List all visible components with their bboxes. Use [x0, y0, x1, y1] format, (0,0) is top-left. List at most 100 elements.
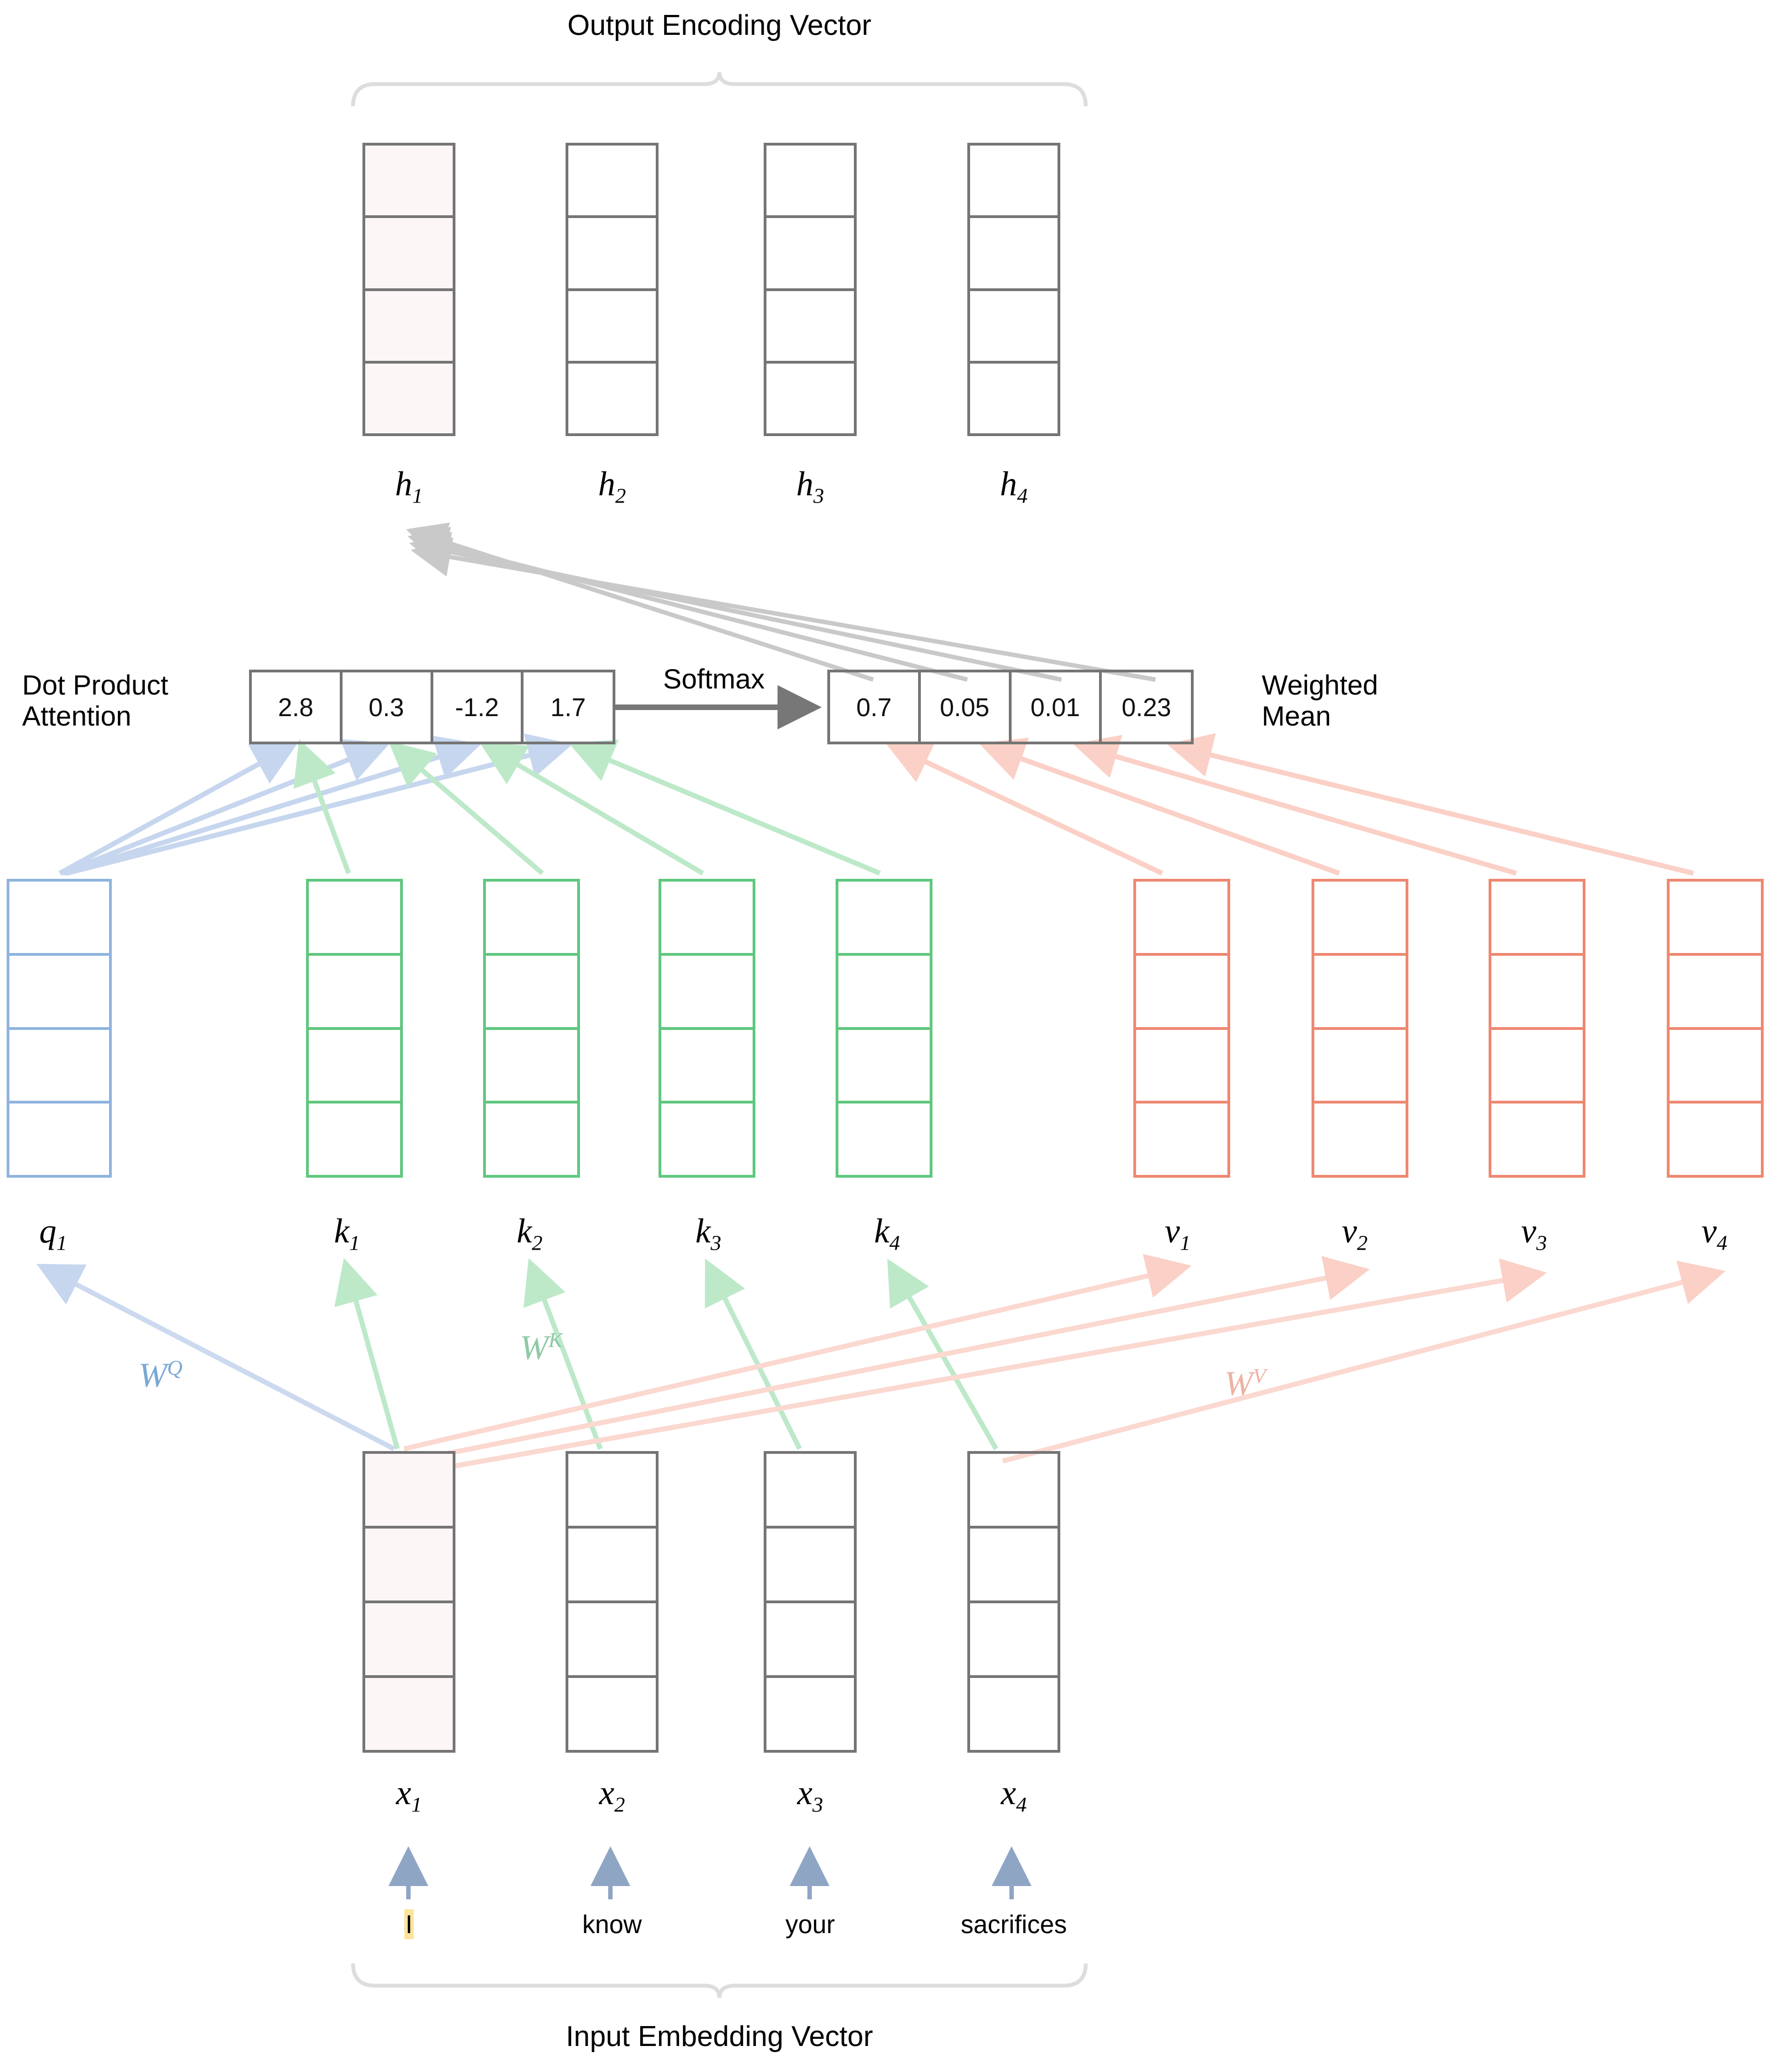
- output-encoding-vector-title: Output Encoding Vector: [567, 9, 872, 42]
- vector-cell: [764, 1451, 857, 1526]
- vector-cell: [362, 143, 455, 216]
- vector-cell: [362, 360, 455, 436]
- vector-cell: [306, 1027, 403, 1101]
- value-vector-v1: [1133, 879, 1230, 1178]
- vector-cell: [483, 952, 580, 1027]
- vector-cell: [764, 143, 857, 216]
- vector-cell: [362, 1526, 455, 1600]
- vector-cell: [566, 1526, 659, 1600]
- input-vector-x4: [967, 1451, 1060, 1753]
- vector-cell: [1667, 1101, 1764, 1178]
- key-vector-k4: [836, 879, 932, 1178]
- softmax-weight-cell: 0.01: [1012, 672, 1102, 742]
- label-v4: v4: [1701, 1213, 1728, 1255]
- output-vector-h2: [566, 143, 659, 436]
- label-h4: h4: [999, 465, 1028, 508]
- vector-cell: [7, 1101, 112, 1178]
- value-to-weight-arrows: [885, 733, 1694, 876]
- vector-cell: [1312, 1027, 1408, 1101]
- attention-score-cell: -1.2: [433, 672, 524, 742]
- vector-cell: [1667, 879, 1764, 953]
- vector-cell: [362, 215, 455, 288]
- vector-cell: [967, 1600, 1060, 1675]
- vector-cell: [566, 143, 659, 216]
- vector-cell: [764, 288, 857, 361]
- vector-cell: [566, 288, 659, 361]
- input-token-1: I: [404, 1909, 414, 1939]
- vector-cell: [362, 1675, 455, 1753]
- label-k4: k4: [874, 1213, 900, 1255]
- vector-cell: [7, 952, 112, 1027]
- input-token-3: your: [785, 1910, 835, 1939]
- input-embedding-vector-title: Input Embedding Vector: [566, 2021, 873, 2053]
- vector-cell: [1312, 879, 1408, 953]
- vector-cell: [306, 1101, 403, 1178]
- vector-cell: [1489, 879, 1585, 953]
- vector-cell: [483, 1027, 580, 1101]
- label-k2: k2: [516, 1213, 543, 1255]
- output-vector-h1: [362, 143, 455, 436]
- value-vector-v4: [1667, 879, 1764, 1178]
- vector-cell: [1312, 952, 1408, 1027]
- vector-cell: [659, 1027, 755, 1101]
- vector-cell: [306, 952, 403, 1027]
- vector-cell: [566, 1675, 659, 1753]
- softmax-weight-cell: 0.05: [921, 672, 1012, 742]
- vector-cell: [7, 879, 112, 953]
- vector-cell: [1489, 952, 1585, 1027]
- vector-cell: [7, 1027, 112, 1101]
- vector-cell: [659, 879, 755, 953]
- query-to-score-arrows: [58, 733, 573, 876]
- vector-cell: [566, 360, 659, 436]
- vector-cell: [1133, 1027, 1230, 1101]
- vector-cell: [659, 1101, 755, 1178]
- vector-cell: [1489, 1027, 1585, 1101]
- label-x2: x2: [599, 1774, 625, 1817]
- key-to-score-arrows: [293, 739, 881, 876]
- brace-bottom: [351, 1963, 1088, 1998]
- wv-projection-arrows: [403, 1253, 1726, 1476]
- output-vector-h3: [764, 143, 857, 436]
- vector-cell: [967, 215, 1060, 288]
- output-vector-h4: [967, 143, 1060, 436]
- vector-cell: [967, 360, 1060, 436]
- vector-cell: [1133, 952, 1230, 1027]
- vector-cell: [764, 1600, 857, 1675]
- vector-cell: [362, 1451, 455, 1526]
- label-x1: x1: [396, 1774, 422, 1817]
- vector-cell: [1667, 1027, 1764, 1101]
- label-v1: v1: [1164, 1213, 1191, 1255]
- input-vector-x1: [362, 1451, 455, 1753]
- key-vector-k3: [659, 879, 755, 1178]
- vector-cell: [1133, 1101, 1230, 1178]
- vector-cell: [967, 1526, 1060, 1600]
- token-to-embedding-arrows: [388, 1846, 1032, 1899]
- label-k3: k3: [695, 1213, 722, 1255]
- value-vector-v2: [1312, 879, 1408, 1178]
- vector-cell: [836, 879, 932, 953]
- vector-cell: [566, 1600, 659, 1675]
- softmax-weight-row: 0.7 0.05 0.01 0.23: [827, 670, 1194, 744]
- softmax-weight-cell: 0.23: [1121, 692, 1172, 722]
- value-vector-v3: [1489, 879, 1585, 1178]
- softmax-weight-cell: 0.7: [830, 672, 921, 742]
- vector-cell: [967, 1451, 1060, 1526]
- vector-cell: [836, 1101, 932, 1178]
- vector-cell: [659, 952, 755, 1027]
- weighted-mean-label: Weighted Mean: [1262, 670, 1378, 732]
- input-token-4: sacrifices: [961, 1910, 1067, 1939]
- vector-cell: [483, 879, 580, 953]
- vector-cell: [362, 288, 455, 361]
- vector-cell: [967, 288, 1060, 361]
- vector-cell: [967, 143, 1060, 216]
- label-x3: x3: [797, 1774, 823, 1817]
- vector-cell: [836, 952, 932, 1027]
- weighted-sum-arrows: [406, 522, 1156, 682]
- label-q1: q1: [39, 1213, 68, 1255]
- attention-score-cell: 2.8: [252, 672, 343, 742]
- attention-score-cell: 0.3: [343, 672, 433, 742]
- input-token-2: know: [582, 1910, 642, 1939]
- vector-cell: [764, 1526, 857, 1600]
- dot-product-attention-label: Dot Product Attention: [22, 670, 169, 732]
